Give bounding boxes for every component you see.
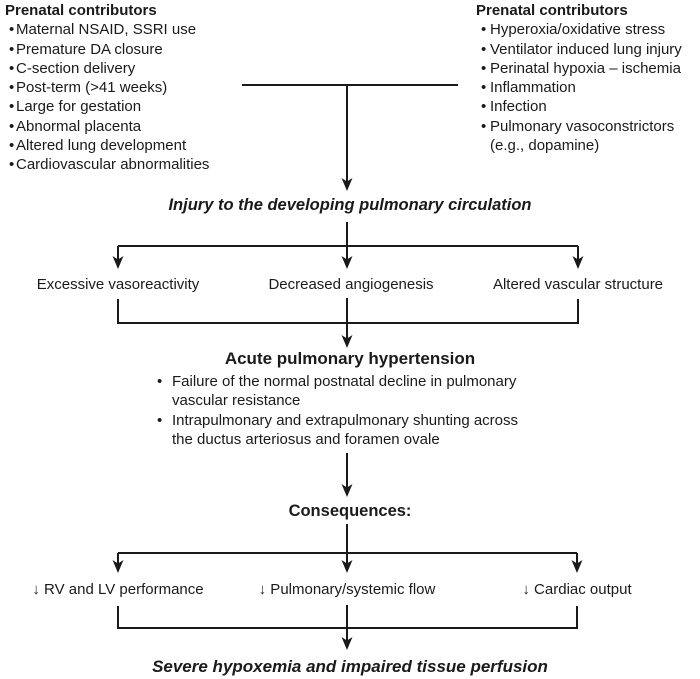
list-item: •Infection [476,97,682,116]
branch-label-excessive-vasoreactivity: Excessive vasoreactivity [36,276,200,293]
list-item: •Hyperoxia/oxidative stress [476,20,682,39]
list-item: •Premature DA closure [5,40,209,59]
arrowhead-branch1-left [112,256,124,269]
list-item-label: Perinatal hypoxia – ischemia [490,59,681,77]
list-item-label: Maternal NSAID, SSRI use [16,21,197,39]
list-item-label: Hyperoxia/oxidative stress [490,21,666,39]
list-item-label: (e.g., dopamine) [490,137,600,155]
bullet-marker: • [157,373,163,390]
acute-bullet-text: the ductus arteriosus and foramen ovale [172,430,440,448]
outcome-heading: Severe hypoxemia and impaired tissue per… [152,657,548,676]
arrowhead-branch2-center [341,560,353,573]
list-item: •Altered lung development [5,136,209,155]
bullet-marker: • [481,21,487,39]
list-item-label: Pulmonary vasoconstrictors [490,117,675,135]
injury-heading: Injury to the developing pulmonary circu… [168,196,532,214]
bullet-marker: • [9,137,15,155]
bullet-marker: • [9,59,15,77]
list-item: •Ventilator induced lung injury [476,40,682,59]
arrowhead-branch1-center [341,256,353,269]
list-item: •Maternal NSAID, SSRI use [5,20,209,39]
bullet-marker: • [9,79,15,97]
list-item-label: Ventilator induced lung injury [490,40,682,58]
bullet-marker: • [9,21,15,39]
acute-bullet-item: • Failure of the normal postnatal decline… [157,372,518,391]
bullet-marker: • [157,411,163,429]
list-item: •Cardiovascular abnormalities [5,155,209,174]
arrowhead-to-injury [341,178,353,191]
list-item-label: Inflammation [490,79,576,97]
arrowhead-to-consequences [341,484,353,497]
acute-bullet-text: vascular resistance [172,392,301,410]
list-item: •Inflammation [476,78,682,97]
bullet-marker: • [481,40,487,58]
list-item-label: Altered lung development [16,137,187,155]
acute-bullet-wrap: vascular resistance [157,391,518,410]
branch-label-rv-lv-performance: ↓ RV and LV performance [32,581,204,598]
list-item: •Pulmonary vasoconstrictors [476,117,682,136]
bullet-marker: • [481,98,487,116]
bullet-marker: • [9,98,15,116]
list-item: •Perinatal hypoxia – ischemia [476,59,682,78]
acute-bullet-text: Intrapulmonary and extrapulmonary shunti… [172,411,519,429]
connector-consequences-split [117,524,578,564]
list-item-label: Abnormal placenta [16,117,142,135]
prenatal-right-title: Prenatal contributors [476,2,628,19]
list-item: •Post-term (>41 weeks) [5,78,209,97]
list-item-label: Infection [490,98,547,116]
list-item-label: Large for gestation [16,98,142,116]
bullet-marker: • [481,117,487,135]
branch-label-altered-vascular-structure: Altered vascular structure [492,276,664,293]
arrowhead-to-acute [341,335,353,348]
branch-label-cardiac-output: ↓ Cardiac output [522,581,632,598]
acute-bullet-list: • Failure of the normal postnatal decline… [157,372,518,449]
bullet-marker: • [9,117,15,135]
list-item-label: Premature DA closure [16,40,163,58]
branch-label-decreased-angiogenesis: Decreased angiogenesis [268,276,434,293]
prenatal-contributors-left-list: Prenatal contributors •Maternal NSAID, S… [5,1,209,175]
bullet-marker: • [9,40,15,58]
arrowhead-to-outcome [341,637,353,650]
arrowhead-branch2-left [112,560,124,573]
prenatal-left-title: Prenatal contributors [5,2,157,19]
acute-bullet-text: Failure of the normal postnatal decline … [172,373,517,390]
acute-bullet-item: • Intrapulmonary and extrapulmonary shunt… [157,411,518,430]
bullet-marker: • [481,59,487,77]
list-item-label: Post-term (>41 weeks) [16,79,168,97]
branch-label-pulmonary-systemic-flow: ↓ Pulmonary/systemic flow [258,581,436,598]
consequences-heading: Consequences: [288,502,412,520]
list-item: •Large for gestation [5,97,209,116]
list-item-continuation: (e.g., dopamine) [476,136,682,155]
list-item-label: Cardiovascular abnormalities [16,156,210,174]
bullet-marker: • [481,79,487,97]
arrowhead-branch1-right [572,256,584,269]
list-item-label: C-section delivery [16,59,136,77]
list-item: •Abnormal placenta [5,117,209,136]
connector-branches2-merge [117,605,578,641]
acute-heading: Acute pulmonary hypertension [224,349,476,368]
prenatal-contributors-right-list: Prenatal contributors •Hyperoxia/oxidati… [476,1,682,155]
acute-bullet-wrap: the ductus arteriosus and foramen ovale [157,430,518,449]
connector-injury-split [117,222,579,260]
connector-branches1-merge [117,298,579,339]
arrowhead-branch2-right [571,560,583,573]
bullet-marker: • [9,156,15,174]
list-item: •C-section delivery [5,59,209,78]
